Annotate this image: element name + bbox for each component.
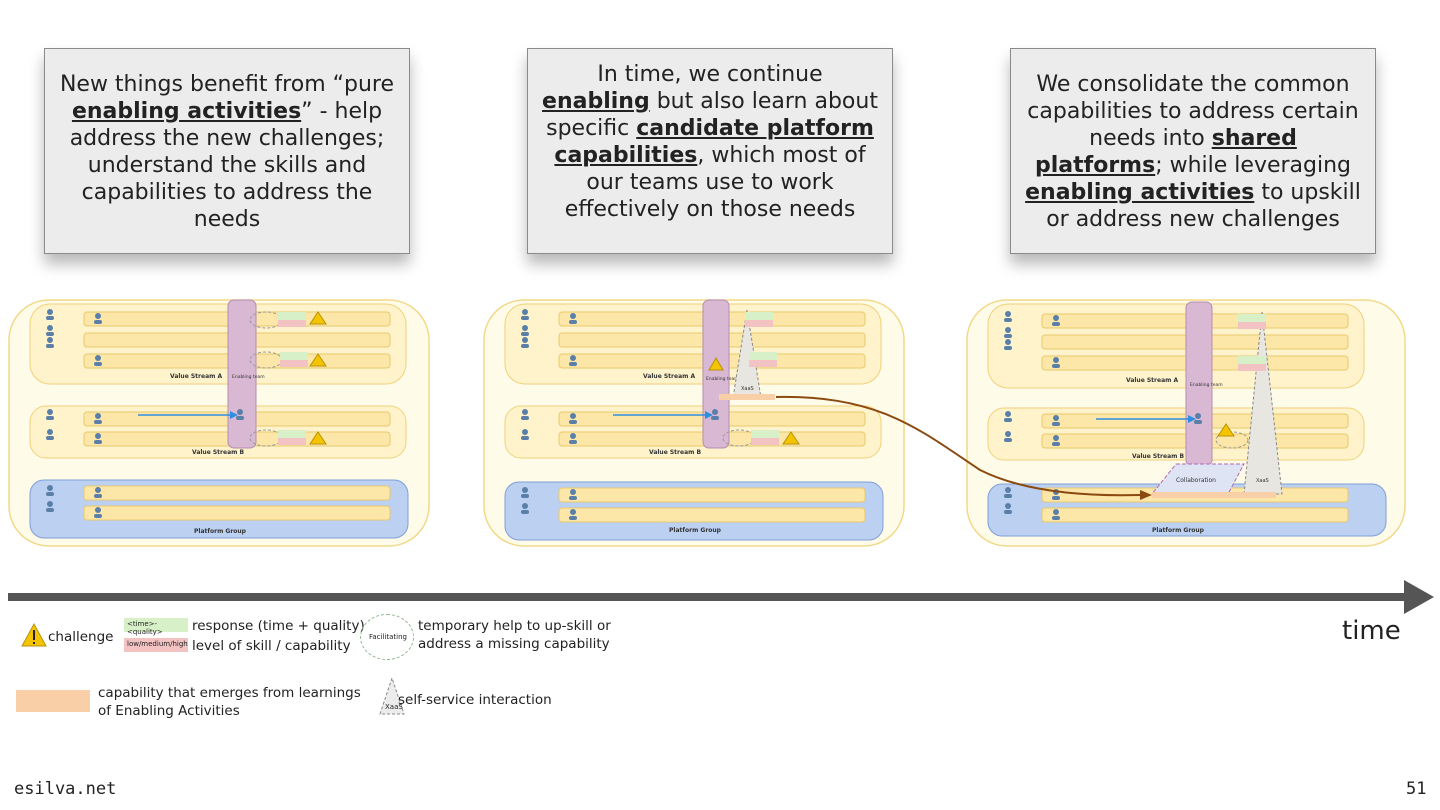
callout-3-emph-a: shared platforms (1034, 126, 1297, 178)
callout-3-text-c: to upskill or address new challenges (1046, 180, 1361, 232)
challenge-icon (309, 431, 327, 445)
level-tag (1238, 322, 1266, 329)
callout-2-text-b: but also learn about specific (546, 89, 878, 141)
footer-site: esilva.net (14, 779, 117, 799)
value-stream-a-label: Value Stream A (1126, 377, 1178, 384)
level-tag (280, 360, 308, 367)
response-tag (278, 430, 306, 438)
callout-3-emph-b: enabling activities (1025, 180, 1255, 205)
xaas-label: XaaS (741, 386, 754, 392)
callout-3: We consolidate the common capabilities t… (1010, 48, 1376, 254)
facilitating-bubble (1215, 431, 1249, 449)
diagram-stage-2: Value Stream A Value Stream B Platform G… (483, 299, 905, 547)
collaboration-label: Collaboration (1176, 477, 1216, 484)
level-tag (751, 438, 779, 445)
diagram-stage-3: Value Stream A Value Stream B Platform G… (966, 299, 1406, 547)
callout-1-text-a: New things benefit from “pure (59, 72, 395, 97)
interaction-arrowhead (230, 411, 238, 419)
legend-capability: capability that emerges from learnings o… (98, 685, 361, 719)
team-row (1041, 507, 1349, 523)
challenge-icon (708, 357, 724, 371)
challenge-icon (309, 311, 327, 325)
xaas-label: XaaS (1256, 478, 1269, 484)
platform-group-label: Platform Group (1152, 527, 1205, 534)
level-tag (278, 320, 306, 327)
callout-1-text-b: ” - help address the new challenges; und… (69, 99, 385, 232)
legend-capability-swatch (16, 690, 90, 712)
response-tag (1238, 356, 1266, 364)
platform-group-label: Platform Group (194, 528, 247, 535)
legend-response-tag: <time>-<quality> (127, 620, 163, 636)
team-row (83, 485, 391, 501)
footer-page-number: 51 (1406, 779, 1427, 799)
callout-2: In time, we continue enabling but also l… (527, 48, 893, 254)
diagram-stage-1: Value Stream A Value Stream B Platform G… (8, 299, 430, 547)
enabling-team-box (702, 299, 730, 449)
legend-level-swatch: low/medium/high (124, 638, 188, 652)
legend-challenge: challenge (48, 629, 114, 645)
team-row (558, 487, 866, 503)
challenge-icon (309, 353, 327, 367)
value-stream-b-label: Value Stream B (192, 449, 244, 456)
legend-response-swatch: <time>-<quality> (124, 618, 188, 636)
legend-level: level of skill / capability (192, 638, 351, 654)
value-stream-b-label: Value Stream B (1132, 453, 1184, 460)
interaction-arrowhead (705, 411, 713, 419)
person-icons (46, 309, 244, 518)
callout-3-text-a: We consolidate the common capabilities t… (1027, 72, 1359, 151)
timeline-label: time (1342, 616, 1401, 646)
team-row (558, 507, 866, 523)
level-tag (745, 320, 773, 327)
platform-group-label: Platform Group (669, 527, 722, 534)
legend-facilitating-tag: Facilitating (369, 633, 407, 641)
response-tag (751, 430, 779, 438)
timeline-arrowhead (1404, 580, 1434, 614)
value-stream-a-label: Value Stream A (170, 373, 222, 380)
legend-xaas-tag: XaaS (385, 703, 403, 711)
enabling-team-label: Enabling team (706, 376, 739, 382)
legend-level-tag: low/medium/high (127, 640, 188, 648)
interaction-arrowhead (1188, 415, 1196, 423)
callout-3-text-b: ; while leveraging (1155, 153, 1352, 178)
response-tag (280, 352, 308, 360)
enabling-team-label: Enabling team (1190, 382, 1223, 388)
capability-block (1152, 492, 1276, 498)
level-tag (749, 360, 777, 367)
warning-icon (21, 622, 47, 647)
level-tag (1238, 364, 1266, 371)
response-tag (745, 312, 773, 320)
legend-facilitating-bubble: Facilitating (360, 614, 414, 660)
value-stream-a-label: Value Stream A (643, 373, 695, 380)
timeline-bar (8, 593, 1408, 601)
legend-response: response (time + quality) (192, 618, 365, 634)
level-tag (278, 438, 306, 445)
value-stream-b-label: Value Stream B (649, 449, 701, 456)
legend-temporary-help: temporary help to up-skill or address a … (418, 618, 611, 652)
callout-1: New things benefit from “pure enabling a… (44, 48, 410, 254)
response-tag (278, 312, 306, 320)
callout-2-emph-a: enabling (542, 89, 650, 114)
callout-2-emph-b: candidate platform capabilities (554, 116, 874, 168)
legend-xaas-triangle (379, 676, 405, 715)
team-row (83, 505, 391, 521)
response-tag (749, 352, 777, 360)
callout-2-text-c: , which most of our teams use to work ef… (564, 143, 866, 222)
response-tag (1238, 314, 1266, 322)
enabling-team-box (227, 299, 257, 449)
person-icons (521, 309, 719, 520)
callout-1-emph-a: enabling activities (71, 99, 302, 124)
enabling-team-label: Enabling team (232, 374, 265, 380)
challenge-icon (1217, 423, 1235, 437)
legend-self-service: self-service interaction (398, 692, 552, 708)
callout-2-text-a: In time, we continue (597, 62, 823, 87)
capability-block (719, 394, 775, 400)
